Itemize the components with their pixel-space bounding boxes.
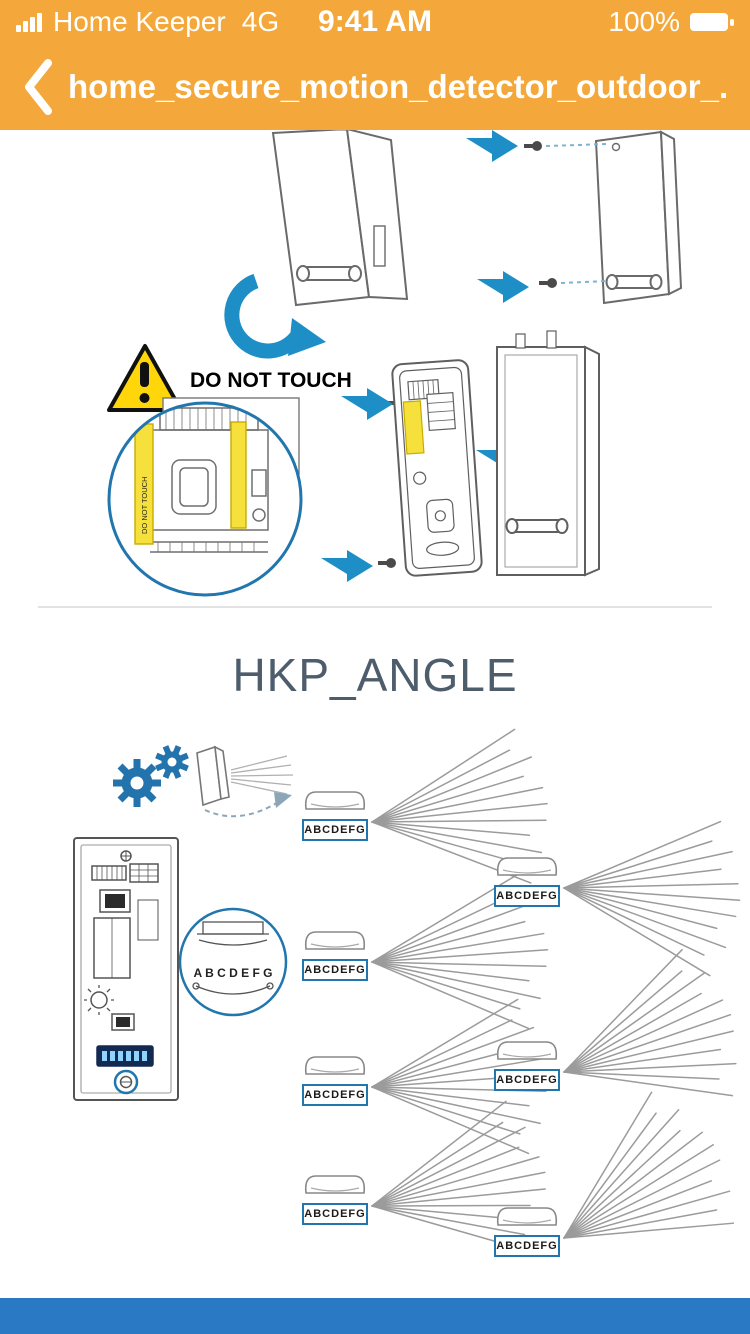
screw-guide-lines	[545, 143, 609, 284]
detector-top-icon	[496, 1207, 558, 1226]
detector-back-panel	[391, 359, 483, 577]
segment-label: ABCDEFG	[302, 1084, 368, 1106]
warning-triangle-icon	[107, 344, 183, 412]
zoom-letters: A B C D E F G	[194, 966, 273, 980]
detector-head-icon: ABCDEFG	[302, 1053, 368, 1106]
signal-strength-icon	[16, 13, 42, 32]
detector-beam-icon	[196, 745, 294, 818]
document-view[interactable]: DO NOT TOUCH	[0, 130, 750, 1334]
detector-head-icon: ABCDEFG	[494, 1204, 560, 1257]
battery-icon	[690, 13, 734, 31]
detector-head-icon: ABCDEFG	[494, 1038, 560, 1091]
detector-top-icon	[304, 791, 366, 810]
document-title: home_secure_motion_detector_outdoor_...	[68, 68, 728, 105]
angle-diagram: A B C D E F G	[73, 726, 750, 1300]
warning-text: DO NOT TOUCH	[190, 369, 352, 392]
section-divider	[38, 606, 712, 608]
detector-top-icon	[496, 1041, 558, 1060]
network-type-label: 4G	[241, 6, 280, 37]
clock-label: 9:41 AM	[318, 5, 432, 38]
wall-bracket	[594, 130, 683, 305]
battery-percent-label: 100%	[608, 6, 680, 37]
detector-top-icon	[304, 931, 366, 950]
carrier-label: Home Keeper	[53, 6, 226, 37]
chevron-left-icon	[25, 59, 52, 115]
detector-top-icon	[304, 1056, 366, 1075]
nav-bar: home_secure_motion_detector_outdoor_...	[0, 44, 750, 130]
detector-top-icon	[304, 1175, 366, 1194]
circle-warning-text: DO NOT TOUCH	[140, 476, 149, 534]
mounting-bracket-open	[271, 130, 409, 307]
lens-zoom-detail: A B C D E F G	[178, 907, 288, 1017]
section-title: HKP_ANGLE	[232, 649, 518, 701]
segment-label: ABCDEFG	[302, 819, 368, 841]
installation-diagram: DO NOT TOUCH	[107, 130, 683, 597]
detector-head-icon: ABCDEFG	[302, 928, 368, 981]
segment-label: ABCDEFG	[302, 1203, 368, 1225]
rotate-arrow	[224, 273, 326, 359]
detector-top-icon	[496, 857, 558, 876]
status-bar: Home Keeper 4G 9:41 AM 100%	[0, 0, 750, 44]
back-button[interactable]	[14, 51, 62, 123]
detector-head-icon: ABCDEFG	[302, 788, 368, 841]
detector-internal-diagram	[73, 837, 179, 1101]
page-footer-bar	[0, 1298, 750, 1334]
segment-label: ABCDEFG	[302, 959, 368, 981]
segment-label: ABCDEFG	[494, 885, 560, 907]
detector-head-icon: ABCDEFG	[494, 854, 560, 907]
magnifier-detail: DO NOT TOUCH	[107, 401, 303, 597]
detector-head-icon: ABCDEFG	[302, 1172, 368, 1225]
segment-label: ABCDEFG	[494, 1235, 560, 1257]
wall-box	[496, 330, 600, 577]
segment-label: ABCDEFG	[494, 1069, 560, 1091]
settings-gears-icon	[113, 745, 189, 807]
